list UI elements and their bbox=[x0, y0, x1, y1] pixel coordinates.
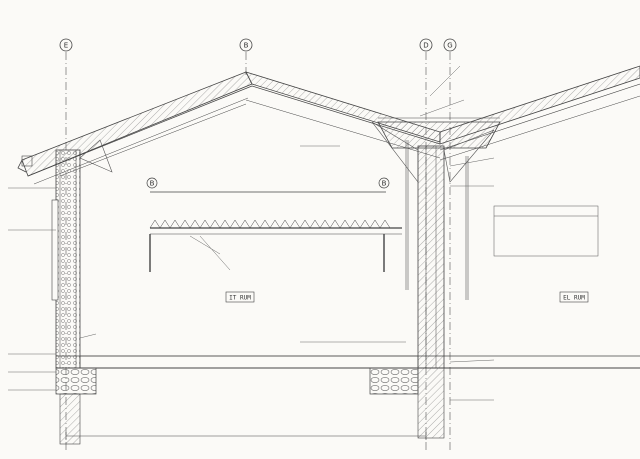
grid-bubble-d: G bbox=[443, 38, 457, 52]
ceiling-detail bbox=[149, 191, 402, 272]
grid-bubble-b-label: B bbox=[244, 42, 249, 50]
foundation bbox=[55, 367, 445, 445]
grid-bubble-a: E bbox=[59, 38, 73, 52]
bottom-dimension bbox=[65, 432, 427, 440]
roof-right-wing bbox=[439, 65, 640, 161]
roof-brackets bbox=[79, 121, 495, 300]
floor-slab bbox=[56, 355, 640, 369]
grid-bubble-a-label: E bbox=[64, 42, 68, 50]
detail-marker-left-label: B bbox=[150, 180, 155, 188]
room-label-right: EL RUM bbox=[559, 291, 589, 303]
grid-bubble-c-label: D bbox=[423, 42, 428, 50]
room-label-left: IT RUM bbox=[225, 291, 255, 303]
grid-bubble-b: B bbox=[239, 38, 253, 52]
grid-bubble-d-label: G bbox=[447, 42, 452, 50]
column-center bbox=[417, 145, 445, 369]
note-box bbox=[493, 205, 599, 257]
room-label-left-text: IT RUM bbox=[229, 295, 251, 302]
room-label-right-text: EL RUM bbox=[563, 295, 585, 302]
leader-lines bbox=[8, 65, 495, 401]
detail-markers: B B bbox=[146, 177, 390, 189]
detail-marker-right: B bbox=[378, 177, 390, 189]
wall-left bbox=[51, 149, 81, 369]
grid-bubble-c: D bbox=[419, 38, 433, 52]
grid-bubbles: E B D G bbox=[59, 38, 457, 52]
detail-marker-left: B bbox=[146, 177, 158, 189]
detail-marker-right-label: B bbox=[382, 180, 387, 188]
